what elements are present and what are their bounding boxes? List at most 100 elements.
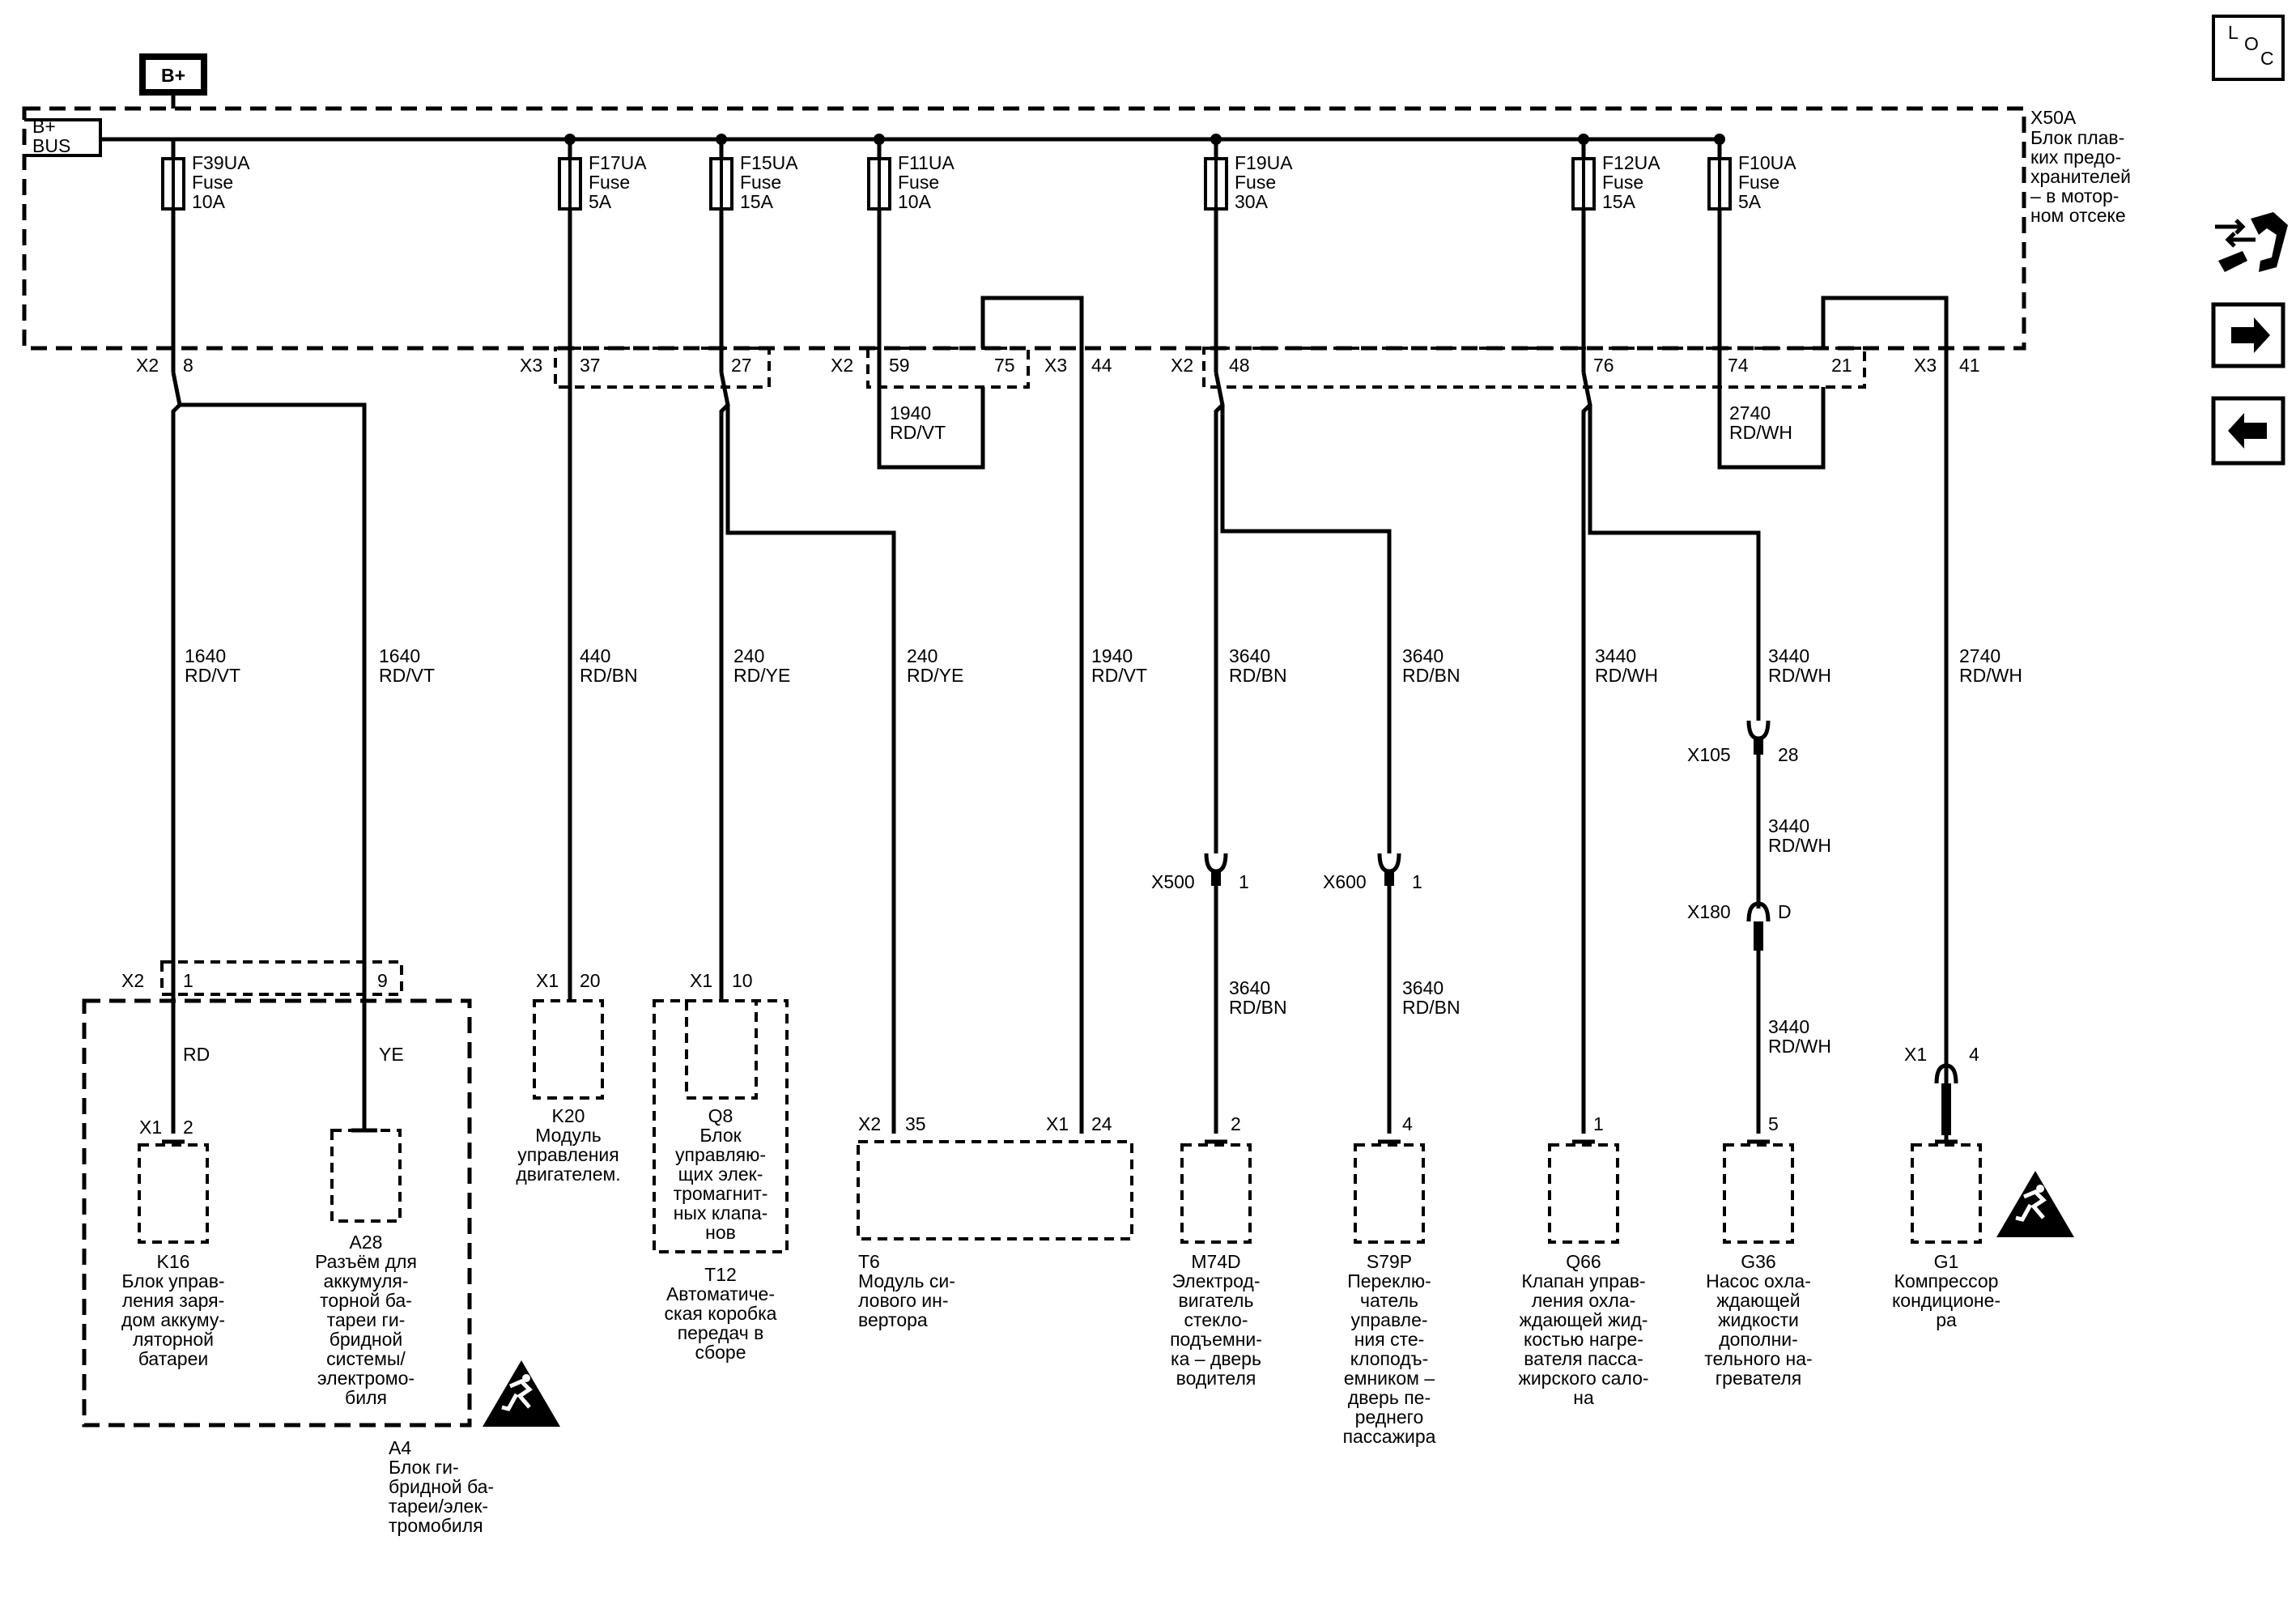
- svg-text:Блок плав-: Блок плав-: [2030, 127, 2124, 148]
- svg-text:RD/WH: RD/WH: [1729, 422, 1792, 443]
- svg-text:управляю-: управляю-: [675, 1144, 766, 1165]
- svg-text:37: 37: [580, 355, 601, 376]
- svg-text:F19UA: F19UA: [1235, 152, 1293, 173]
- svg-text:K16: K16: [157, 1251, 190, 1272]
- battery-positive-source: B+: [139, 53, 207, 109]
- svg-text:1: 1: [1593, 1113, 1604, 1134]
- svg-text:ния сте-: ния сте-: [1354, 1329, 1425, 1350]
- svg-text:ждающей жид-: ждающей жид-: [1520, 1309, 1648, 1330]
- svg-text:2: 2: [183, 1117, 193, 1138]
- svg-text:RD/BN: RD/BN: [1402, 665, 1461, 686]
- svg-text:F10UA: F10UA: [1738, 152, 1796, 173]
- svg-text:27: 27: [731, 355, 752, 376]
- svg-text:35: 35: [905, 1113, 926, 1134]
- component-k20: X1 20 K20 Модуль управления двигателем.: [516, 970, 620, 1185]
- svg-text:на: на: [1573, 1387, 1594, 1408]
- svg-text:4: 4: [1969, 1044, 1979, 1065]
- svg-text:28: 28: [1778, 744, 1799, 765]
- svg-text:X1: X1: [139, 1117, 162, 1138]
- svg-text:подъемни-: подъемни-: [1170, 1329, 1262, 1350]
- fuse-block-id: X50A: [2030, 107, 2077, 128]
- component-t6: X2 35 X1 24 T6 Модуль си- лового ин- вер…: [857, 1113, 1133, 1330]
- svg-text:Компрессор: Компрессор: [1894, 1270, 1999, 1291]
- svg-text:Насос охла-: Насос охла-: [1706, 1270, 1811, 1291]
- svg-text:тромобиля: тромобиля: [389, 1515, 483, 1536]
- svg-text:5A: 5A: [589, 191, 612, 212]
- previous-page-arrow-button[interactable]: [2211, 396, 2285, 466]
- connector-x3-header: [554, 347, 771, 389]
- svg-text:бридной: бридной: [330, 1329, 403, 1350]
- svg-text:3640: 3640: [1229, 645, 1270, 666]
- svg-text:L: L: [2228, 22, 2239, 43]
- svg-text:D: D: [1778, 901, 1792, 922]
- wire-runs: [171, 209, 1949, 1140]
- svg-text:1640: 1640: [185, 645, 226, 666]
- svg-text:RD/WH: RD/WH: [1768, 1036, 1831, 1057]
- svg-text:щих элек-: щих элек-: [678, 1164, 763, 1185]
- svg-text:RD/BN: RD/BN: [1402, 997, 1461, 1018]
- svg-text:стекло-: стекло-: [1184, 1309, 1248, 1330]
- svg-text:X2: X2: [121, 970, 144, 991]
- svg-text:Автоматиче-: Автоматиче-: [666, 1283, 775, 1304]
- svg-text:2740: 2740: [1959, 645, 2000, 666]
- svg-text:кондиционе-: кондиционе-: [1892, 1290, 2000, 1311]
- svg-text:RD/BN: RD/BN: [1229, 997, 1287, 1018]
- svg-text:Модуль: Модуль: [535, 1125, 602, 1146]
- svg-text:Электрод-: Электрод-: [1172, 1270, 1261, 1291]
- svg-text:2740: 2740: [1729, 402, 1771, 423]
- fuse-block-description: Блок плав- ких предо- хранителей – в мот…: [2030, 127, 2131, 226]
- svg-text:2: 2: [1231, 1113, 1241, 1134]
- svg-text:RD/YE: RD/YE: [733, 665, 790, 686]
- svg-text:Блок ги-: Блок ги-: [389, 1457, 459, 1478]
- svg-text:чатель: чатель: [1360, 1290, 1418, 1311]
- svg-text:YE: YE: [379, 1044, 404, 1065]
- svg-text:74: 74: [1728, 355, 1749, 376]
- svg-text:15A: 15A: [1602, 191, 1636, 212]
- svg-text:передач в: передач в: [678, 1322, 764, 1343]
- svg-text:двигателем.: двигателем.: [516, 1164, 620, 1185]
- svg-text:жидкости: жидкости: [1718, 1309, 1799, 1330]
- svg-text:X2: X2: [858, 1113, 881, 1134]
- svg-text:48: 48: [1229, 355, 1250, 376]
- svg-text:1640: 1640: [379, 645, 420, 666]
- svg-text:5: 5: [1768, 1113, 1779, 1134]
- svg-text:A4: A4: [389, 1437, 411, 1458]
- svg-text:1940: 1940: [890, 402, 931, 423]
- component-m74d: 2 M74D Электрод- вигатель стекло- подъем…: [1170, 1113, 1262, 1389]
- svg-text:Блок управ-: Блок управ-: [121, 1270, 224, 1291]
- svg-text:10: 10: [732, 970, 753, 991]
- svg-text:S79P: S79P: [1367, 1251, 1412, 1272]
- svg-text:тромагнит-: тромагнит-: [674, 1183, 768, 1204]
- inline-connector-x105: [1746, 720, 1771, 755]
- connector-view-wrench-icon[interactable]: [2215, 212, 2288, 272]
- svg-text:240: 240: [907, 645, 938, 666]
- location-view-button[interactable]: L O C: [2212, 15, 2285, 81]
- svg-text:Fuse: Fuse: [1738, 172, 1779, 193]
- svg-text:1: 1: [183, 970, 193, 991]
- component-k16: X1 2 K16 Блок управ- ления заря- дом акк…: [121, 1117, 225, 1369]
- svg-text:G1: G1: [1934, 1251, 1959, 1272]
- svg-text:44: 44: [1091, 355, 1112, 376]
- svg-text:X1: X1: [1046, 1113, 1069, 1134]
- svg-text:F11UA: F11UA: [898, 152, 955, 173]
- svg-text:K20: K20: [552, 1105, 585, 1126]
- svg-text:RD/BN: RD/BN: [580, 665, 638, 686]
- svg-text:ждающей: ждающей: [1716, 1290, 1800, 1311]
- next-page-arrow-button[interactable]: [2211, 302, 2285, 368]
- svg-text:X2: X2: [136, 355, 159, 376]
- svg-text:управле-: управле-: [1350, 1309, 1427, 1330]
- svg-text:X3: X3: [1914, 355, 1937, 376]
- internal-loop-1940: [980, 296, 1084, 1134]
- svg-text:X1: X1: [1904, 1044, 1927, 1065]
- component-g36: 5 G36 Насос охла- ждающей жидкости допол…: [1704, 1113, 1812, 1389]
- svg-text:гревателя: гревателя: [1716, 1368, 1801, 1389]
- svg-text:Fuse: Fuse: [1602, 172, 1643, 193]
- svg-text:15A: 15A: [740, 191, 774, 212]
- svg-text:10A: 10A: [192, 191, 226, 212]
- svg-text:вигатель: вигатель: [1179, 1290, 1254, 1311]
